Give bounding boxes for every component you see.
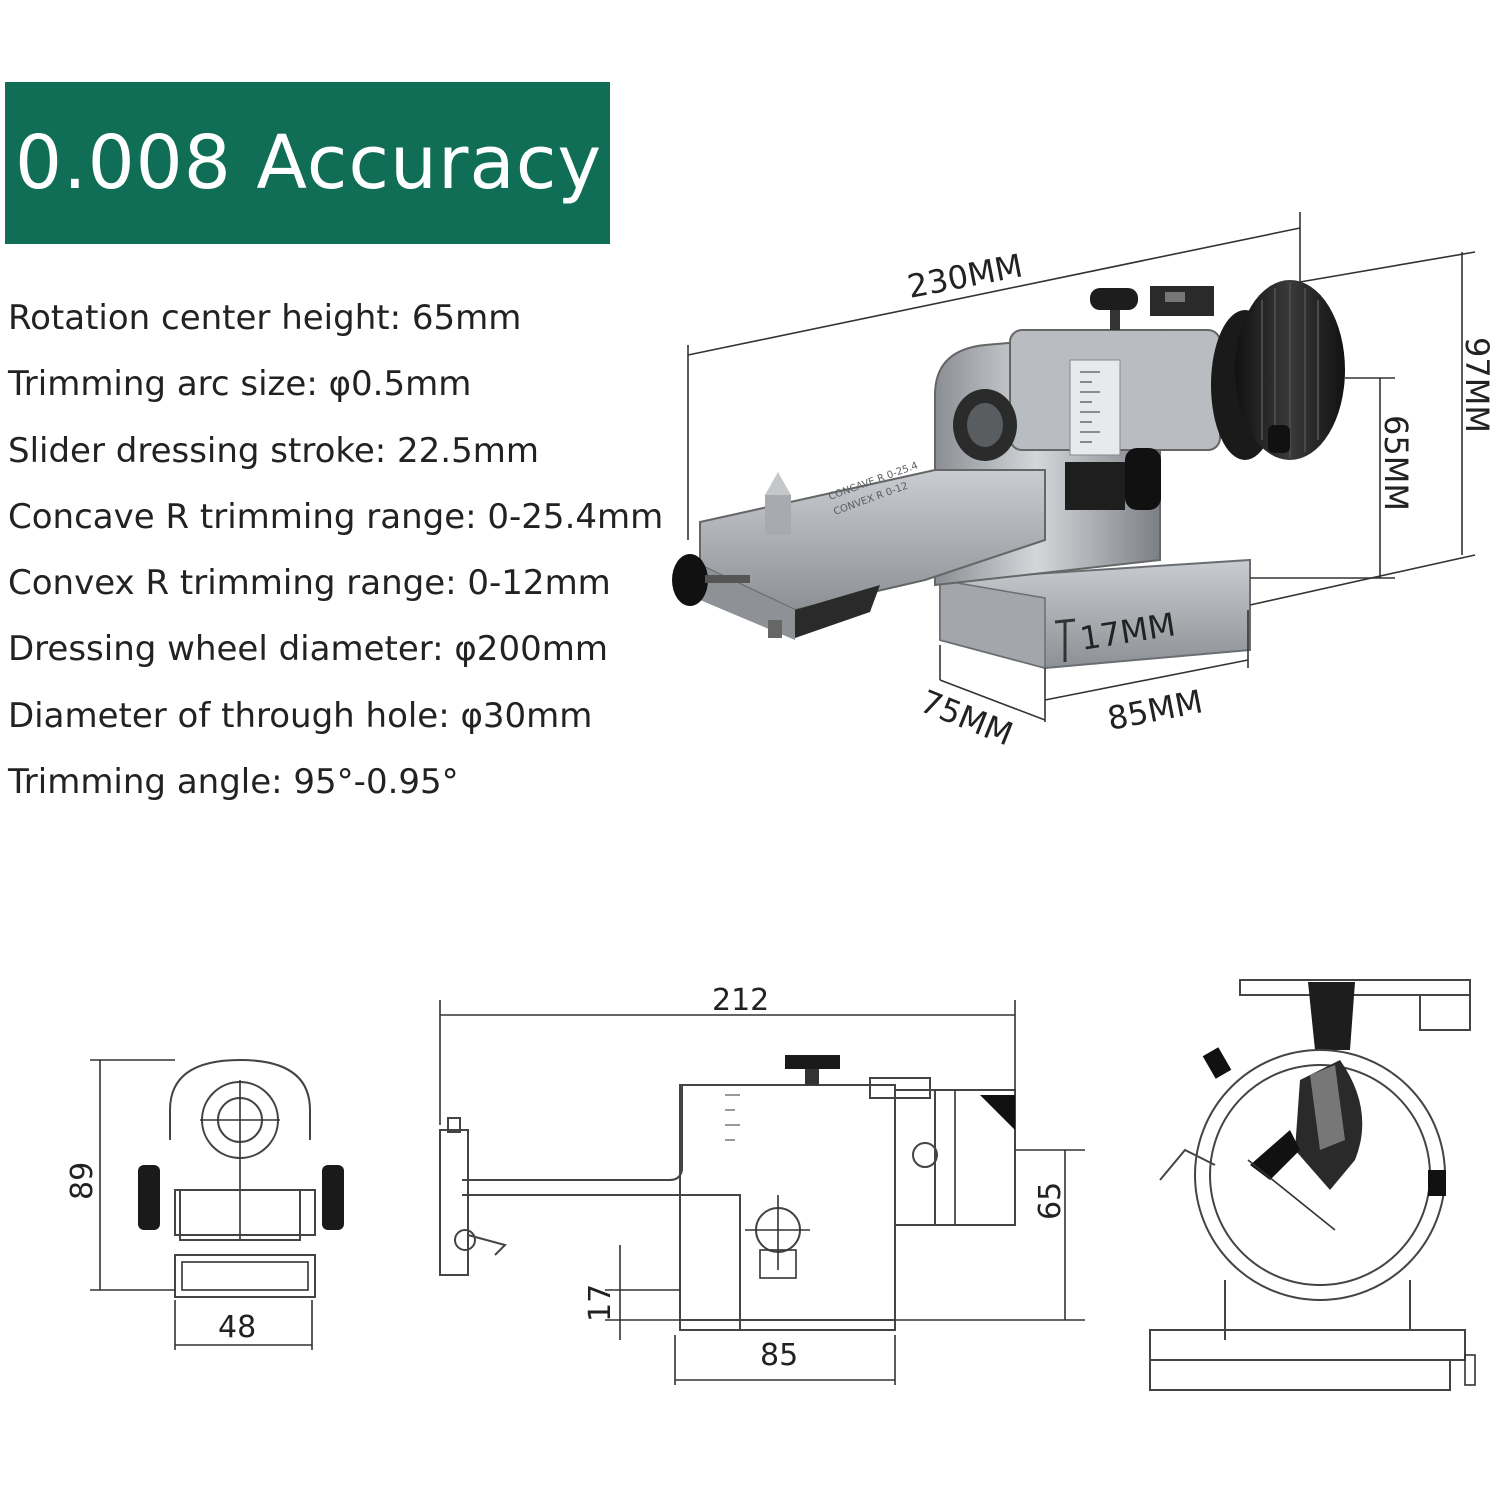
dim-75mm: 75MM xyxy=(915,682,1018,753)
dim-212: 212 xyxy=(712,983,769,1018)
spec-item: Rotation center height: 65mm xyxy=(8,298,522,338)
dim-85: 85 xyxy=(760,1338,798,1373)
banner-title: 0.008 Accuracy xyxy=(15,120,603,206)
drawing-side-view xyxy=(439,1000,1085,1385)
spec-item: Concave R trimming range: 0-25.4mm xyxy=(8,496,664,537)
spec-item: Diameter of through hole: φ30mm xyxy=(8,695,593,736)
dim-side-65: 65 xyxy=(1033,1182,1068,1220)
dim-65mm: 65MM xyxy=(1377,415,1415,511)
dim-85mm: 85MM xyxy=(1104,682,1205,738)
accuracy-banner: 0.008 Accuracy xyxy=(5,82,610,244)
dim-48: 48 xyxy=(218,1310,256,1345)
drawing-front-view xyxy=(90,1058,344,1350)
spec-list: Rotation center height: 65mm Trimming ar… xyxy=(8,292,663,822)
spec-item: Trimming angle: 95°-0.95° xyxy=(8,762,459,803)
spec-item: Dressing wheel diameter: φ200mm xyxy=(8,629,608,670)
spec-item: Trimming arc size: φ0.5mm xyxy=(8,364,472,405)
drawing-detail-view xyxy=(1149,979,1476,1391)
dim-89: 89 xyxy=(65,1162,100,1200)
photo-dimension-lines xyxy=(687,212,1476,722)
spec-item: Slider dressing stroke: 22.5mm xyxy=(8,430,539,471)
dresser-photo: CONCAVE R 0-25.4 CONVEX R 0-12 xyxy=(672,280,1345,670)
dim-97mm: 97MM xyxy=(1458,337,1496,433)
spec-item: Convex R trimming range: 0-12mm xyxy=(8,563,611,604)
dim-17: 17 xyxy=(583,1284,618,1322)
